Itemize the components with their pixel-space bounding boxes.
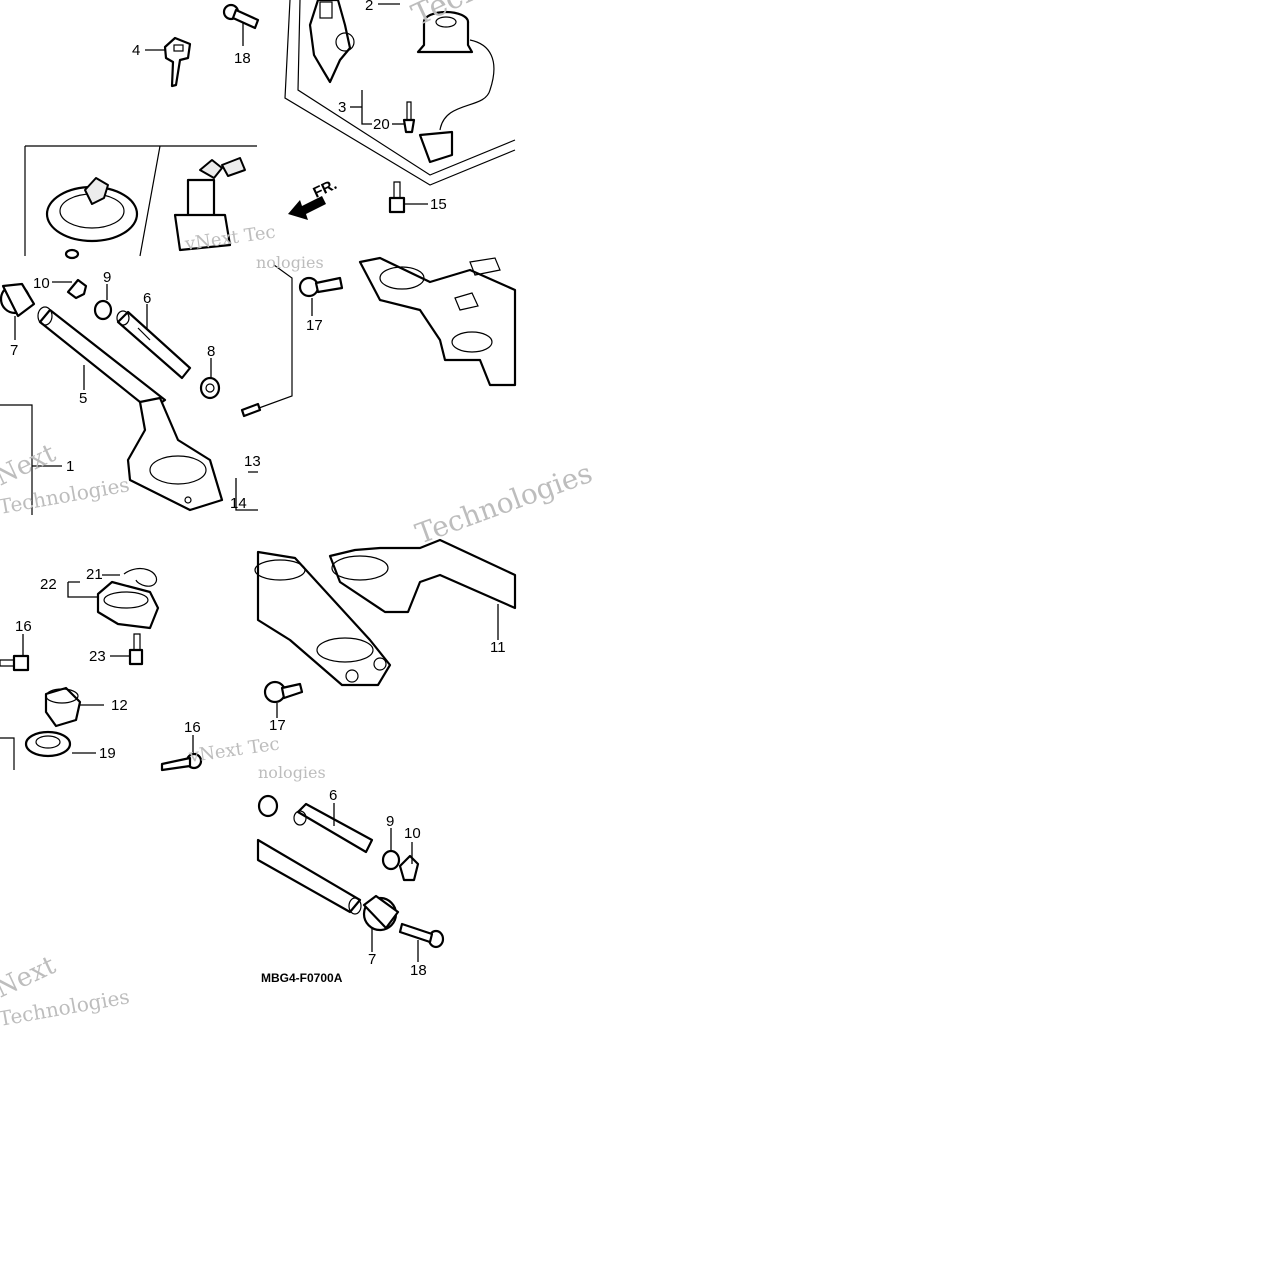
tile-top-left [24, 3, 260, 260]
switch-part-2 [308, 0, 355, 84]
bolt-16-left [0, 654, 30, 672]
tile-top-middle [284, 0, 516, 220]
callout-9-top: 9 [103, 269, 111, 286]
nut-8-lower [257, 794, 279, 818]
callout-5: 5 [79, 390, 87, 407]
callout-16-mid: 16 [184, 719, 201, 736]
callout-16-left: 16 [15, 618, 32, 635]
bar-end-7 [0, 282, 36, 318]
ignition-switch-part [416, 10, 495, 164]
handlebar-tube-lower [256, 838, 362, 915]
screw-20 [402, 101, 416, 134]
top-bridge-part [358, 256, 517, 387]
callout-2: 2 [365, 0, 373, 14]
watermark-3: nologies [256, 253, 324, 272]
collar-9-lower [381, 849, 401, 871]
clip-10-lower [398, 854, 420, 882]
handlebar-tube-5 [37, 306, 167, 412]
callout-7-top: 7 [10, 342, 18, 359]
diagram-code: MBG4-F0700A [261, 971, 343, 985]
watermark-6: Technologies [411, 456, 596, 550]
callout-10-top: 10 [33, 275, 50, 292]
callout-7-lower: 7 [368, 951, 376, 968]
callout-15: 15 [430, 196, 447, 213]
bolt-23 [128, 633, 144, 666]
tile-lower-middle [254, 538, 517, 718]
watermark-9: Next [0, 950, 61, 1004]
watermark-8: nologies [258, 763, 326, 782]
callout-8: 8 [207, 343, 215, 360]
screw-15 [388, 181, 406, 214]
callout-3: 3 [338, 99, 346, 116]
clip-10 [66, 278, 88, 300]
nut-22 [96, 580, 160, 630]
ring-21 [123, 568, 158, 587]
callout-12: 12 [111, 697, 128, 714]
front-direction-arrow [288, 196, 326, 220]
bolt-18-top [222, 3, 260, 30]
tile-middle-left [0, 264, 293, 515]
bolt-16-mid [160, 752, 203, 772]
bar-end-7-lower [362, 894, 400, 932]
callout-17-top: 17 [306, 317, 323, 334]
callout-6-top: 6 [143, 290, 151, 307]
nut-19 [24, 730, 72, 758]
callout-23: 23 [89, 648, 106, 665]
tile-middle-middle [298, 256, 517, 387]
bolt-18-lower [398, 922, 445, 949]
bolt-17-lower [263, 680, 304, 704]
callout-22: 22 [40, 576, 57, 593]
lower-bridge-part [254, 550, 392, 687]
watermark-4: Next [0, 438, 61, 492]
callout-6-lower: 6 [329, 787, 337, 804]
callout-20: 20 [373, 116, 390, 133]
callout-4: 4 [132, 42, 140, 59]
weight-6-lower [293, 802, 374, 854]
tile-lower-left [0, 568, 203, 772]
direction-label: FR. [311, 176, 340, 202]
fuel-cap-part [45, 177, 139, 260]
callout-11: 11 [490, 639, 506, 656]
collar-9 [93, 299, 113, 321]
callout-13: 13 [244, 453, 261, 470]
handle-clamp-part [126, 396, 224, 512]
callout-17-lower: 17 [269, 717, 286, 734]
callout-18-top: 18 [234, 50, 251, 67]
callout-9-lower: 9 [386, 813, 394, 830]
nut-8 [199, 376, 221, 400]
key-part [163, 36, 192, 88]
ignition-part-top [173, 157, 246, 252]
callout-21: 21 [86, 566, 103, 583]
cap-12 [44, 686, 82, 728]
handle-11-part [328, 538, 517, 614]
bolt-17-top [298, 276, 344, 298]
tile-bottom-middle [256, 794, 445, 962]
weight-6 [116, 310, 192, 380]
callout-1: 1 [66, 458, 74, 475]
callout-10-lower: 10 [404, 825, 421, 842]
callout-14: 14 [230, 495, 247, 512]
callout-19: 19 [99, 745, 116, 762]
callout-18-lower: 18 [410, 962, 427, 979]
